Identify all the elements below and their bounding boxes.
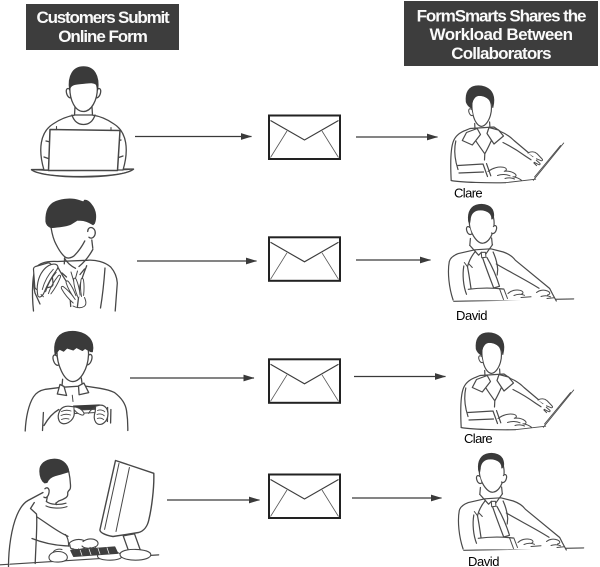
svg-text:Customers Submit: Customers Submit: [37, 8, 170, 27]
svg-text:Online Form: Online Form: [58, 27, 148, 46]
svg-text:Workload Between: Workload Between: [430, 25, 573, 44]
svg-text:David: David: [468, 554, 499, 567]
svg-text:Clare: Clare: [464, 431, 492, 446]
svg-text:Collaborators: Collaborators: [451, 44, 551, 63]
svg-text:David: David: [456, 308, 487, 323]
svg-text:FormSmarts Shares the: FormSmarts Shares the: [417, 6, 586, 25]
svg-text:Clare: Clare: [454, 186, 482, 201]
